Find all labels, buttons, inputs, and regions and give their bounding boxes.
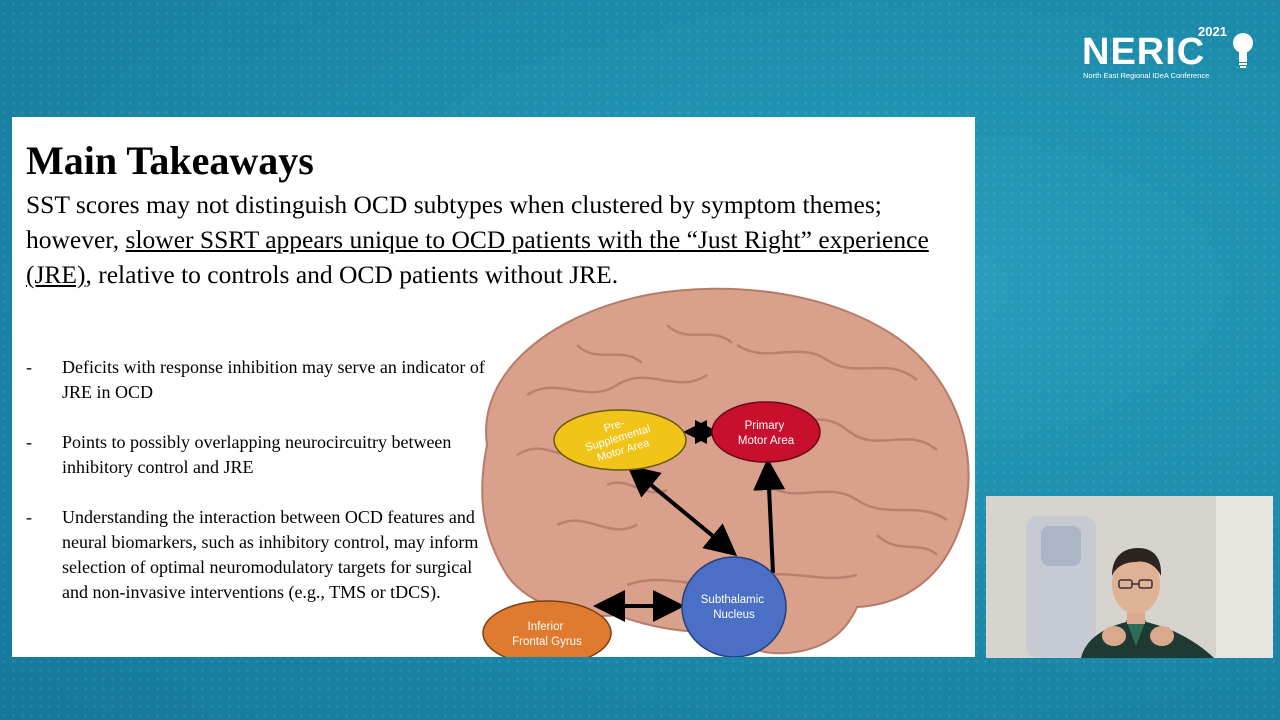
bullet-text: Deficits with response inhibition may se… — [62, 357, 485, 402]
arrow-stn-primary — [753, 458, 786, 574]
region-subthalamic — [681, 556, 787, 657]
brain-folds — [516, 324, 948, 587]
region-primary-motor — [711, 401, 821, 463]
bullet-text: Points to possibly overlapping neurocirc… — [62, 432, 452, 477]
arrow-presma-stn — [626, 464, 738, 557]
list-item: - Understanding the interaction between O… — [26, 505, 496, 605]
summary-part1: SST scores may not distinguish OCD subty… — [26, 190, 882, 254]
logo-year: 2021 — [1198, 24, 1227, 39]
takeaway-list: - Deficits with response inhibition may s… — [26, 355, 496, 630]
bullet-text: Understanding the interaction between OC… — [62, 507, 479, 602]
region-primary-motor-label: Primary Motor Area — [738, 420, 795, 447]
region-inferior-frontal-label: Inferior Frontal Gyrus — [512, 621, 582, 648]
logo-brand: NERIC — [1082, 31, 1206, 73]
presenter-video — [986, 496, 1273, 658]
slide-summary: SST scores may not distinguish OCD subty… — [26, 187, 956, 292]
slide-title: Main Takeaways — [26, 138, 314, 183]
region-subthalamic-label: Subthalamic Nucleus — [701, 594, 768, 621]
summary-underlined: slower SSRT appears unique to OCD patien… — [26, 225, 929, 289]
summary-part2: , relative to controls and OCD patients … — [85, 260, 619, 289]
region-pre-sma — [553, 409, 687, 471]
presentation-slide: Main Takeaways SST scores may not distin… — [12, 117, 975, 657]
region-inferior-frontal — [482, 600, 612, 657]
webcam-feed — [986, 496, 1273, 658]
brain-diagram: Pre- Supplemental Motor Area Primary Mot… — [481, 287, 970, 657]
lightbulb-icon — [1233, 33, 1253, 68]
bullet-marker: - — [26, 507, 32, 527]
logo-subtitle: North East Regional IDeA Conference — [1083, 71, 1210, 80]
list-item: - Deficits with response inhibition may s… — [26, 355, 496, 405]
list-item: - Points to possibly overlapping neurocir… — [26, 430, 496, 480]
neric-logo: 2021 NERIC North East Regional IDeA Conf… — [1082, 24, 1262, 84]
bullet-marker: - — [26, 432, 32, 452]
bullet-marker: - — [26, 357, 32, 377]
